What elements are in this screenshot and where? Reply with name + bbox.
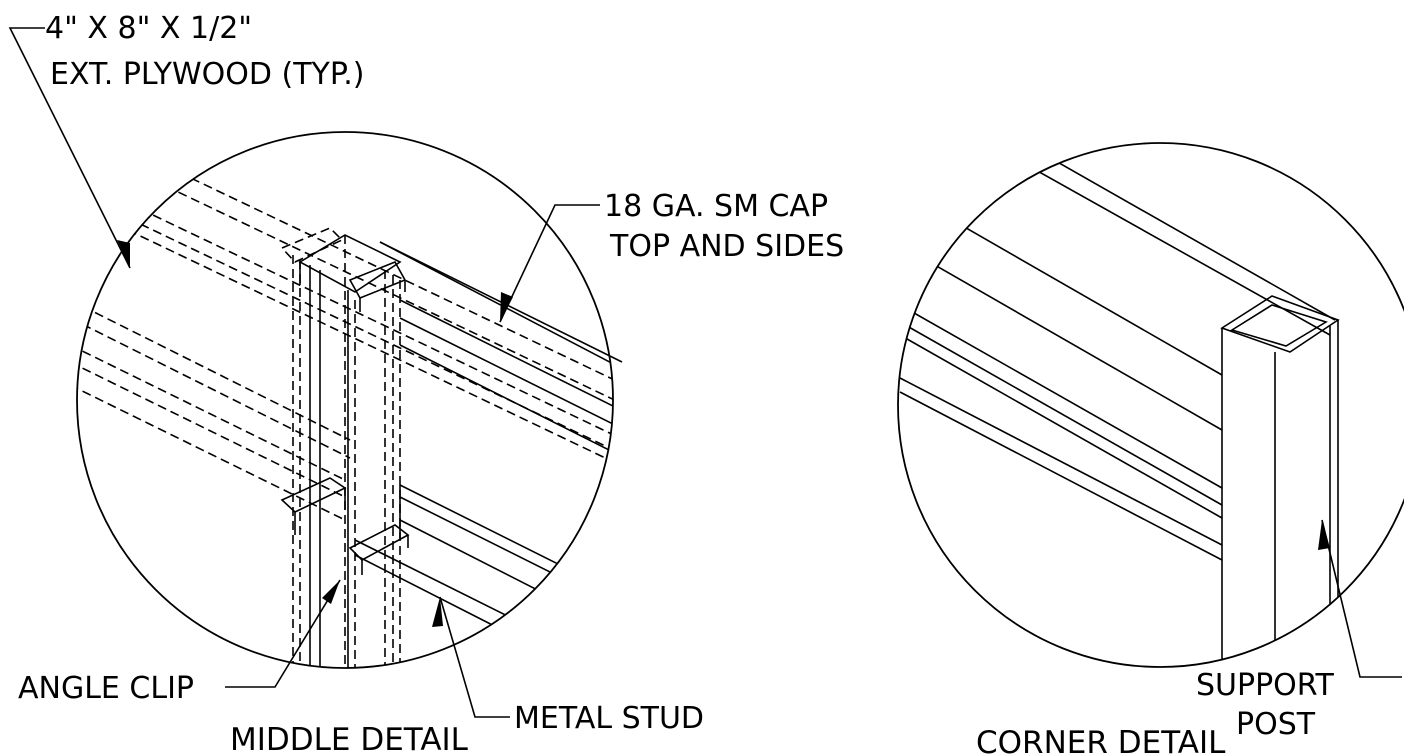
center-post xyxy=(298,234,402,668)
lower-angle-clips xyxy=(280,477,410,575)
middle-leaders xyxy=(8,27,600,718)
middle-detail-circle xyxy=(76,131,614,669)
support-post xyxy=(1220,295,1340,667)
corner-detail-title: CORNER DETAIL xyxy=(976,725,1226,755)
corner-rail-lines xyxy=(899,143,1336,561)
upper-rail-hidden-lines xyxy=(89,132,613,466)
corner-detail-geometry xyxy=(899,143,1340,667)
plywood-label-line1: 4" X 8" X 1/2" xyxy=(45,11,252,46)
angle-clip-label: ANGLE CLIP xyxy=(18,671,194,706)
right-lower-rail xyxy=(354,484,613,668)
cap-label-line2: TOP AND SIDES xyxy=(609,229,844,264)
mid-rail-hidden-lines xyxy=(77,299,351,521)
plywood-label-line2: EXT. PLYWOOD (TYP.) xyxy=(50,57,365,92)
right-upper-rail xyxy=(379,241,613,459)
cap-label-line1: 18 GA. SM CAP xyxy=(604,189,828,224)
corner-leaders xyxy=(1321,519,1402,678)
support-post-label-line2: POST xyxy=(1236,707,1316,742)
middle-arrowheads xyxy=(117,240,513,627)
left-stud-hidden-lines xyxy=(292,235,401,668)
middle-detail: 4" X 8" X 1/2" EXT. PLYWOOD (TYP.) 18 GA… xyxy=(8,11,844,755)
metal-stud-label: METAL STUD xyxy=(514,701,704,736)
corner-detail: SUPPORT POST CORNER DETAIL xyxy=(897,142,1404,755)
corner-arrowheads xyxy=(1318,520,1330,550)
support-post-label-line1: SUPPORT xyxy=(1196,668,1334,703)
middle-detail-title: MIDDLE DETAIL xyxy=(230,722,469,755)
corner-detail-circle xyxy=(897,142,1404,668)
top-angle-clips xyxy=(280,227,407,312)
